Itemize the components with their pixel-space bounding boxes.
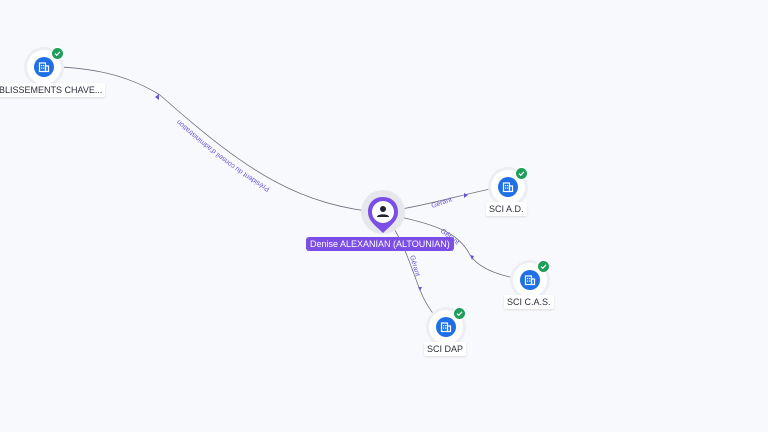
edge-arrow <box>155 94 159 100</box>
edge-arrow <box>470 255 474 260</box>
check-icon <box>453 307 466 320</box>
company-label-sci-ad[interactable]: SCI A.D. <box>486 202 527 216</box>
company-node-sci-cas[interactable] <box>513 260 550 297</box>
edge-label-gerant-dap: Gérant <box>408 255 421 278</box>
person-icon <box>377 206 389 217</box>
company-label-chave[interactable]: BLISSEMENTS CHAVE... <box>0 83 106 97</box>
company-disc <box>520 270 540 290</box>
edge-arrow <box>418 287 422 291</box>
person-name-label[interactable]: Denise ALEXANIAN (ALTOUNIAN) <box>306 237 454 251</box>
company-disc <box>498 177 518 197</box>
check-icon <box>515 167 528 180</box>
company-label-sci-cas[interactable]: SCI C.A.S. <box>504 295 554 309</box>
edge-label-gerant-ad: Gérant <box>431 196 453 210</box>
building-icon <box>502 182 514 193</box>
company-node-chave[interactable] <box>27 47 64 84</box>
company-disc <box>34 57 54 77</box>
person-pin-icon <box>368 197 398 233</box>
edge-label-president: Président du conseil d'administration <box>176 118 272 192</box>
building-icon <box>440 322 452 333</box>
building-icon <box>524 275 536 286</box>
company-disc <box>436 317 456 337</box>
check-icon <box>537 260 550 273</box>
edge-gerant-cas <box>394 215 531 281</box>
company-node-sci-ad[interactable] <box>491 167 528 204</box>
check-icon <box>51 47 64 60</box>
company-node-sci-dap[interactable] <box>429 307 466 344</box>
edge-president <box>44 65 384 214</box>
edge-arrow <box>464 193 468 198</box>
company-label-sci-dap[interactable]: SCI DAP <box>424 342 467 356</box>
person-node[interactable] <box>361 190 405 246</box>
building-icon <box>38 62 50 73</box>
